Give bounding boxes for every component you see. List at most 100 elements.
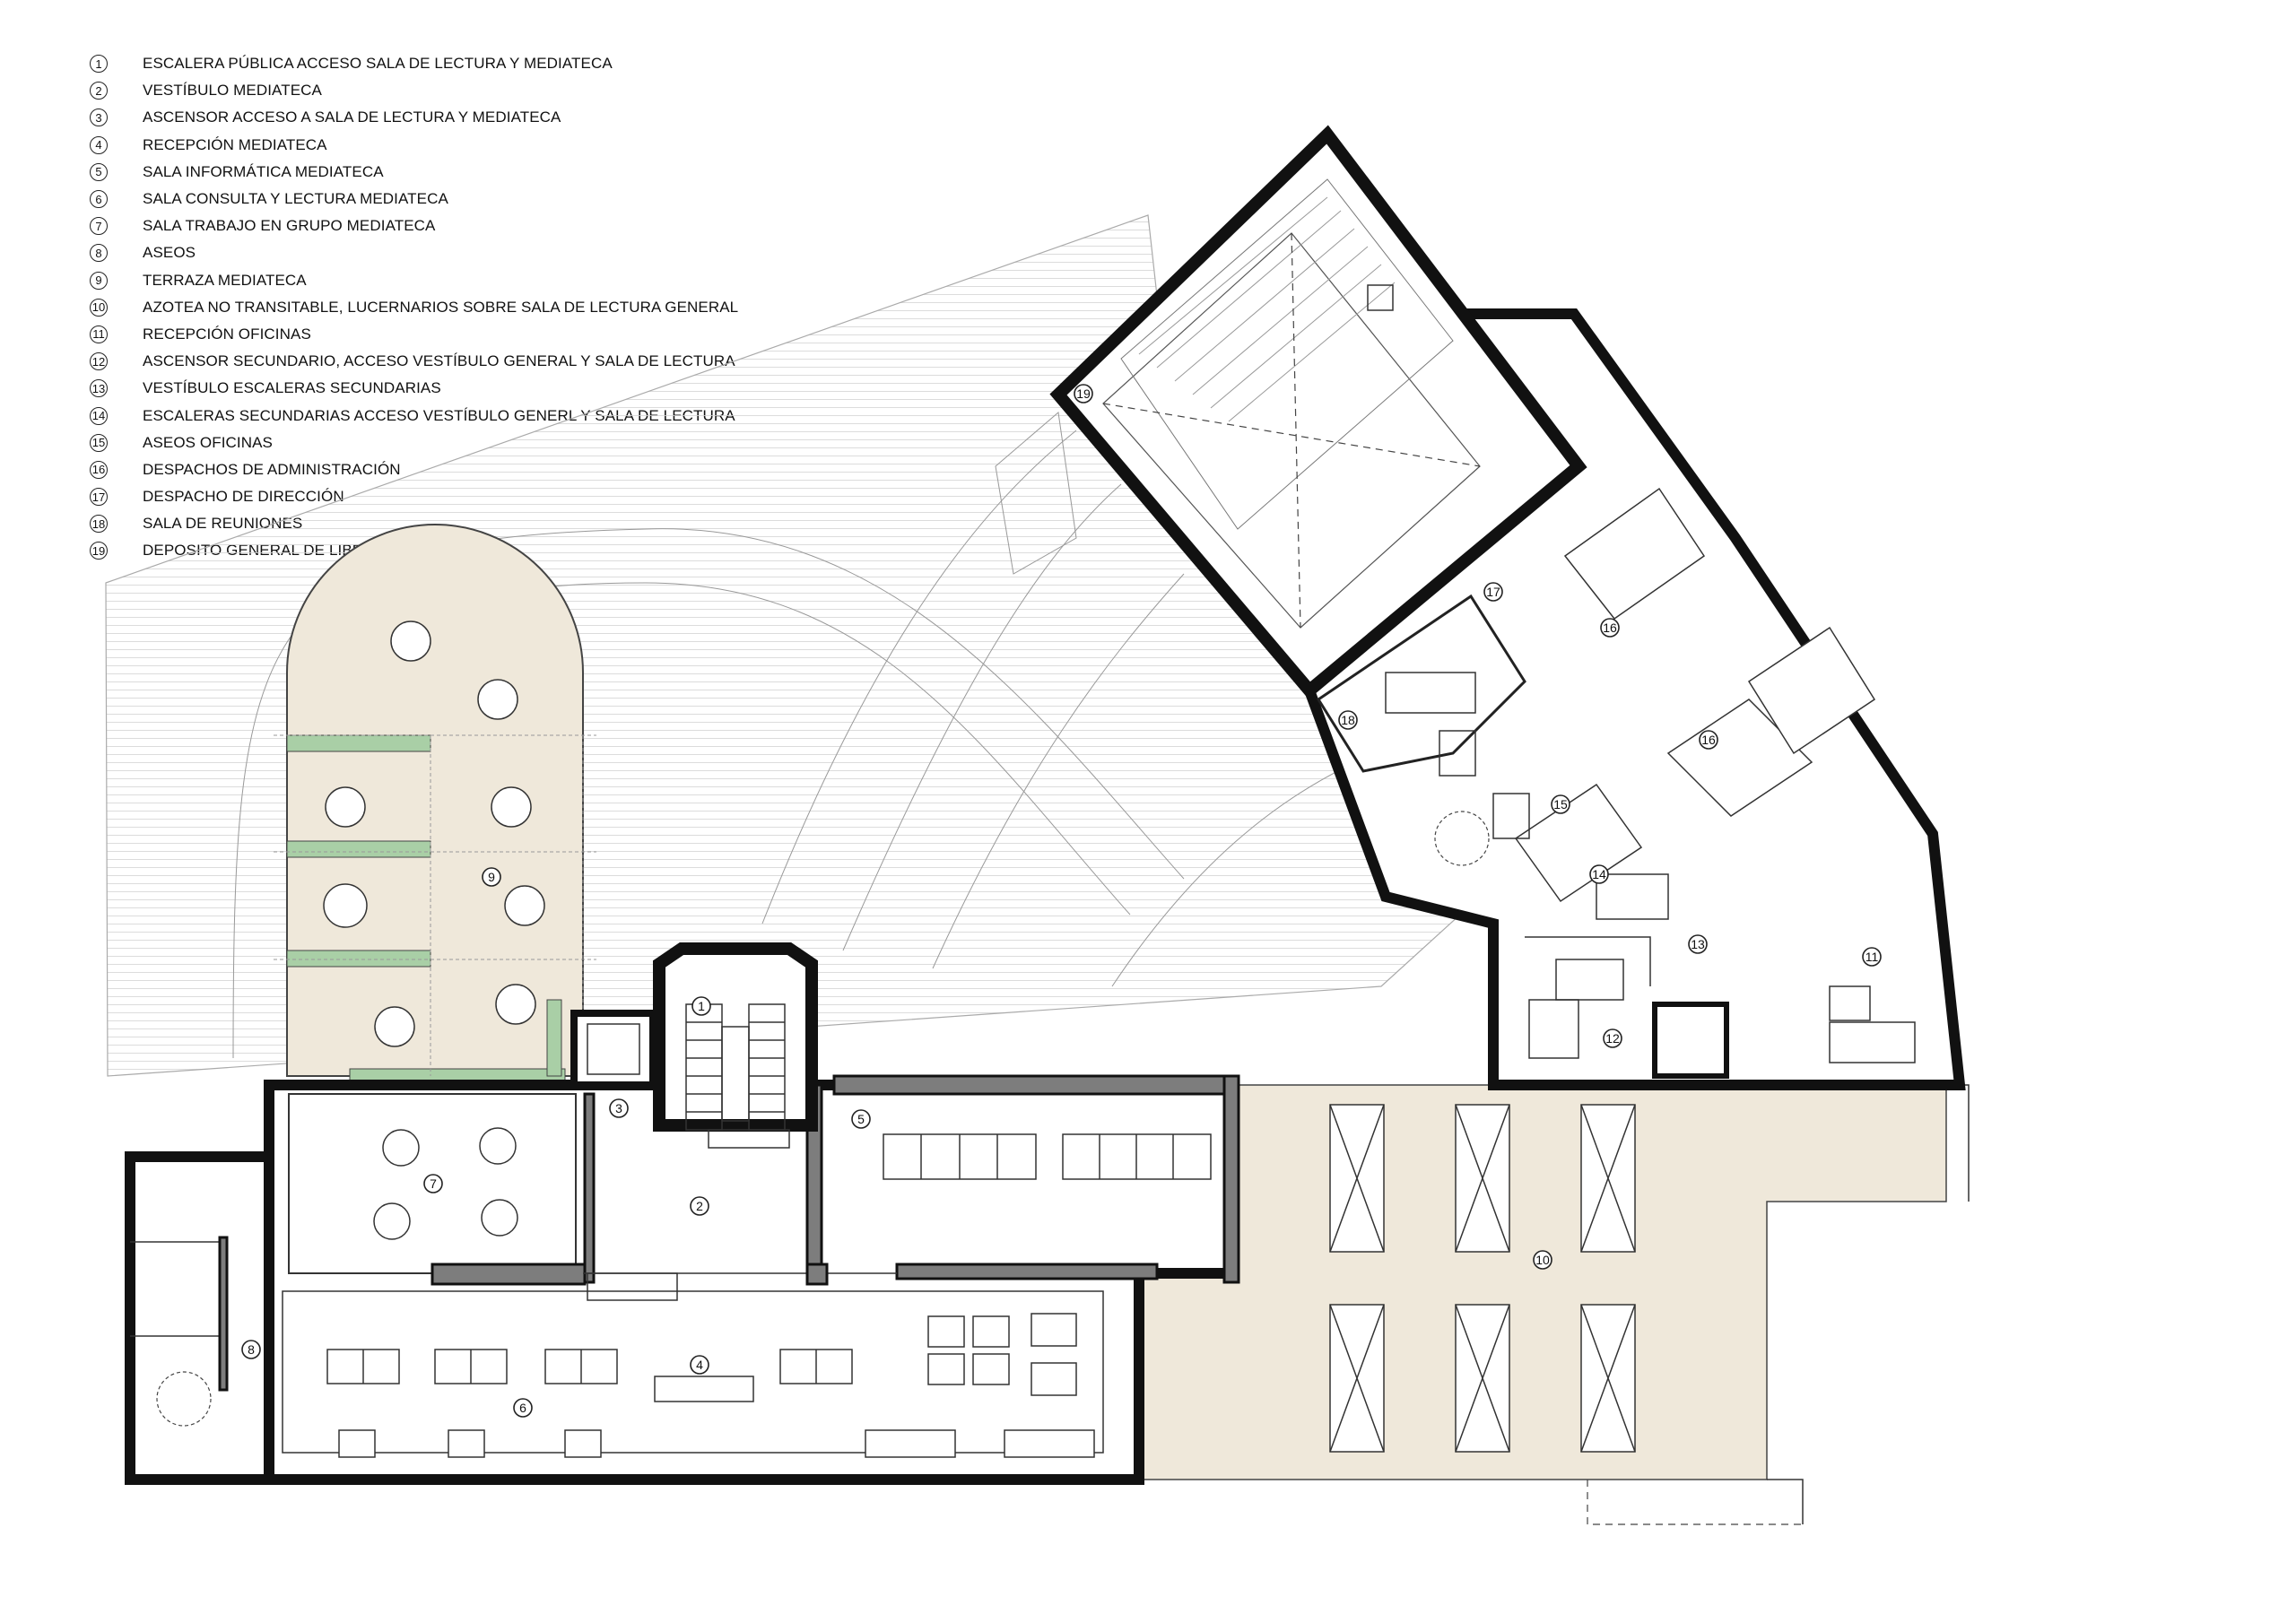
legend-item: 4 RECEPCIÓN MEDIATECA: [90, 132, 738, 159]
legend-label: AZOTEA NO TRANSITABLE, LUCERNARIOS SOBRE…: [143, 298, 739, 316]
room-number: 19: [1076, 386, 1091, 401]
legend-item: 13 VESTÍBULO ESCALERAS SECUNDARIAS: [90, 375, 738, 402]
legend-label: SALA CONSULTA Y LECTURA MEDIATECA: [143, 190, 448, 208]
room-number: 16: [1603, 621, 1617, 635]
legend: 1 ESCALERA PÚBLICA ACCESO SALA DE LECTURA…: [90, 50, 738, 565]
room-label-15: 15: [1551, 794, 1570, 814]
elevator-main: [570, 1010, 657, 1089]
room-label-10: 10: [1533, 1250, 1552, 1270]
legend-number: 6: [90, 190, 108, 209]
legend-label: DESPACHOS DE ADMINISTRACIÓN: [143, 460, 401, 478]
legend-number: 2: [90, 82, 108, 100]
legend-label: ASEOS OFICINAS: [143, 433, 273, 451]
room-number: 17: [1486, 585, 1500, 599]
legend-number: 15: [90, 433, 108, 452]
room-number: 4: [696, 1358, 703, 1372]
computer-desks: [883, 1133, 1212, 1180]
room-label-7: 7: [423, 1174, 443, 1193]
room-number: 10: [1535, 1253, 1550, 1267]
office-wing: [1049, 125, 1966, 1090]
legend-label: VESTÍBULO ESCALERAS SECUNDARIAS: [143, 379, 441, 397]
legend-label: ESCALERA PÚBLICA ACCESO SALA DE LECTURA …: [143, 55, 613, 73]
legend-label: RECEPCIÓN OFICINAS: [143, 325, 311, 343]
legend-number: 19: [90, 542, 108, 560]
legend-item: 12 ASCENSOR SECUNDARIO, ACCESO VESTÍBULO …: [90, 348, 738, 375]
skylights: [1329, 1104, 1636, 1453]
room-label-11: 11: [1862, 947, 1882, 967]
public-stair-tower: [653, 942, 818, 1149]
legend-item: 7 SALA TRABAJO EN GRUPO MEDIATECA: [90, 213, 738, 239]
legend-number: 17: [90, 488, 108, 507]
room-number: 14: [1592, 867, 1606, 881]
legend-item: 9 TERRAZA MEDIATECA: [90, 267, 738, 294]
legend-label: SALA TRABAJO EN GRUPO MEDIATECA: [143, 217, 436, 235]
planter: [286, 734, 431, 752]
legend-number: 8: [90, 244, 108, 263]
reading-tables: [326, 1349, 853, 1402]
terrace-tables: [323, 621, 545, 1047]
legend-number: 5: [90, 162, 108, 181]
group-tables: [373, 1127, 518, 1240]
room-number: 9: [488, 870, 495, 884]
room-label-4: 4: [690, 1355, 709, 1375]
legend-number: 12: [90, 352, 108, 371]
window-benches: [338, 1429, 1095, 1458]
planter: [286, 950, 431, 968]
legend-number: 9: [90, 271, 108, 290]
room-number: 7: [430, 1176, 437, 1191]
room-number: 16: [1701, 733, 1716, 747]
legend-number: 18: [90, 515, 108, 534]
legend-item: 6 SALA CONSULTA Y LECTURA MEDIATECA: [90, 186, 738, 213]
legend-label: DESPACHO DE DIRECCIÓN: [143, 488, 344, 506]
room-number: 2: [696, 1199, 703, 1213]
legend-item: 2 VESTÍBULO MEDIATECA: [90, 77, 738, 104]
legend-item: 8 ASEOS: [90, 239, 738, 266]
room-label-9: 9: [482, 867, 501, 887]
legend-label: ASCENSOR ACCESO A SALA DE LECTURA Y MEDI…: [143, 108, 561, 126]
legend-item: 15 ASEOS OFICINAS: [90, 430, 738, 456]
legend-number: 11: [90, 325, 108, 343]
room-number: 15: [1553, 797, 1568, 812]
legend-number: 13: [90, 379, 108, 398]
room-label-6: 6: [513, 1398, 533, 1418]
room-number: 8: [248, 1342, 255, 1357]
restrooms: [130, 1236, 229, 1427]
planter: [546, 999, 562, 1077]
room-label-17: 17: [1483, 582, 1503, 602]
legend-label: RECEPCIÓN MEDIATECA: [143, 135, 327, 153]
legend-item: 11 RECEPCIÓN OFICINAS: [90, 321, 738, 348]
legend-number: 14: [90, 406, 108, 425]
room-label-5: 5: [851, 1109, 871, 1129]
room-label-16a: 16: [1600, 618, 1620, 638]
room-number: 12: [1605, 1031, 1620, 1046]
room-label-3: 3: [609, 1098, 629, 1118]
room-label-1: 1: [691, 996, 711, 1016]
legend-label: VESTÍBULO MEDIATECA: [143, 82, 322, 100]
legend-label: ASEOS: [143, 244, 196, 262]
legend-item: 5 SALA INFORMÁTICA MEDIATECA: [90, 159, 738, 186]
room-label-18: 18: [1338, 710, 1358, 730]
legend-label: ASCENSOR SECUNDARIO, ACCESO VESTÍBULO GE…: [143, 352, 735, 370]
room-label-19: 19: [1074, 384, 1093, 404]
room-number: 1: [698, 999, 705, 1013]
legend-number: 1: [90, 55, 108, 74]
legend-label: SALA INFORMÁTICA MEDIATECA: [143, 162, 384, 180]
room-label-16b: 16: [1699, 730, 1718, 750]
legend-label: TERRAZA MEDIATECA: [143, 271, 307, 289]
legend-number: 4: [90, 135, 108, 154]
room-label-12: 12: [1603, 1028, 1622, 1048]
legend-item: 10 AZOTEA NO TRANSITABLE, LUCERNARIOS SOB…: [90, 294, 738, 321]
legend-number: 10: [90, 298, 108, 317]
room-number: 6: [519, 1401, 526, 1415]
legend-item: 1 ESCALERA PÚBLICA ACCESO SALA DE LECTURA…: [90, 50, 738, 77]
room-number: 11: [1866, 950, 1879, 964]
room-label-8: 8: [241, 1340, 261, 1359]
room-number: 18: [1341, 713, 1355, 727]
room-label-2: 2: [690, 1196, 709, 1216]
legend-number: 7: [90, 217, 108, 236]
room-label-14: 14: [1589, 864, 1609, 884]
planter: [286, 840, 431, 858]
